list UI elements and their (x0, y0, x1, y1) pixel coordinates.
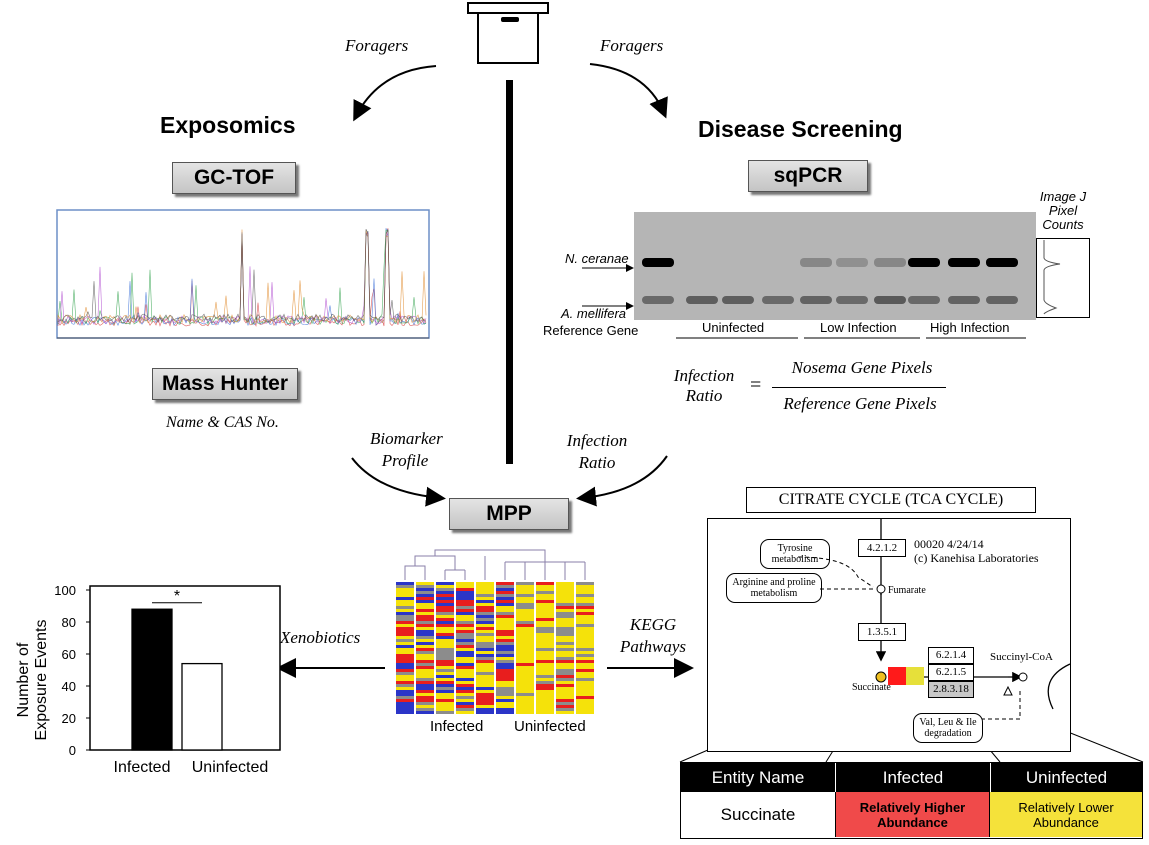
arrow-biomarker (351, 457, 446, 507)
formula-fraction-bar (772, 387, 946, 388)
central-divider (506, 80, 513, 464)
group-high-infection-label: High Infection (930, 320, 1010, 335)
y-tick-label: 60 (62, 647, 76, 662)
succinyl-coa-label: Succinyl-CoA (990, 651, 1053, 663)
a-mellifera-label: A. mellifera (561, 306, 627, 321)
cell-entity: Succinate (681, 792, 836, 837)
xenobiotics-label: Xenobiotics (280, 628, 361, 647)
foragers-left-label: Foragers (345, 36, 409, 55)
header-infected: Infected (836, 763, 991, 792)
mass-hunter-box: Mass Hunter (152, 368, 298, 400)
significance-marker: * (174, 588, 180, 605)
ec-28318-box: 2.8.3.18 (928, 681, 974, 698)
val-leu-ile-box: Val, Leu & Ile degradation (913, 713, 983, 743)
biomarker-line1: Biomarker (370, 429, 443, 448)
abundance-table-header: Entity Name Infected Uninfected (681, 763, 1142, 792)
group-low-infection-label: Low Infection (820, 320, 897, 335)
arginine-line1: Arginine and proline (732, 577, 816, 588)
formula-numerator: Nosema Gene Pixels (791, 358, 933, 377)
table-row: Succinate Relatively Higher Abundance Re… (681, 792, 1142, 837)
name-cas-label: Name & CAS No. (166, 414, 279, 431)
y-axis-label: Number ofExposure Events (15, 620, 50, 741)
infection-ratio-line2: Ratio (578, 453, 616, 472)
pixel-count-trace (1036, 238, 1090, 318)
x-tick-label: Infected (114, 759, 171, 776)
gel-image (634, 212, 1036, 320)
arginine-line2: metabolism (750, 588, 798, 599)
infection-ratio-label: Infection Ratio (560, 430, 634, 474)
n-ceranae-label: N. ceranae (565, 251, 629, 266)
ec-1351-box: 1.3.5.1 (858, 623, 906, 641)
gel-label-arrows (582, 264, 634, 310)
formula-lhs-line1: Infection (673, 366, 735, 385)
gctof-box: GC-TOF (172, 162, 296, 194)
abundance-table: Entity Name Infected Uninfected Succinat… (680, 762, 1143, 839)
tyrosine-line1: Tyrosine (777, 543, 813, 554)
tyrosine-metabolism-box: Tyrosine metabolism (760, 539, 830, 569)
arrow-infection-ratio (576, 455, 668, 507)
ec-6214-box: 6.2.1.4 (928, 647, 974, 664)
ec-4212-box: 4.2.1.2 (858, 539, 906, 557)
kegg-pathways-label: KEGG Pathways (612, 614, 694, 658)
group-uninfected-label: Uninfected (702, 320, 765, 335)
val-leu-line1: Val, Leu & Ile (919, 717, 977, 728)
y-tick-label: 40 (62, 679, 76, 694)
sqpcr-box: sqPCR (748, 160, 868, 192)
kegg-copyright: (c) Kanehisa Laboratories (914, 551, 1039, 565)
reference-gene-label: Reference Gene (543, 323, 639, 338)
exposomics-title: Exposomics (160, 112, 296, 138)
group-underlines (676, 337, 1026, 339)
beehive-box-icon (467, 2, 549, 64)
x-tick-label: Uninfected (192, 759, 269, 776)
bar-uninfected (181, 662, 223, 751)
fumarate-label: Fumarate (888, 585, 926, 596)
arrow-foragers-right (589, 63, 668, 119)
foragers-right-label: Foragers (600, 36, 664, 55)
mpp-box: MPP (449, 498, 569, 530)
kegg-map-id: 00020 4/24/14 (914, 537, 984, 551)
succinate-label: Succinate (852, 682, 891, 693)
header-uninfected: Uninfected (1025, 768, 1108, 787)
heatmap-infected-label: Infected (430, 718, 484, 735)
y-tick-label: 0 (69, 743, 76, 758)
formula-lhs: Infection Ratio (666, 366, 742, 406)
ec-6215-box: 6.2.1.5 (928, 664, 974, 681)
heatmap (396, 549, 594, 714)
formula-denominator: Reference Gene Pixels (783, 394, 937, 413)
chromatogram-plot (56, 209, 430, 339)
biomarker-line2: Profile (381, 451, 429, 470)
bar-infected (131, 608, 173, 751)
kegg-pathway-title: CITRATE CYCLE (TCA CYCLE) (746, 487, 1036, 513)
y-tick-label: 20 (62, 711, 76, 726)
arginine-proline-box: Arginine and proline metabolism (726, 573, 822, 603)
kegg-line1: KEGG (629, 615, 677, 634)
disease-screening-title: Disease Screening (698, 116, 903, 142)
y-tick-label: 80 (62, 615, 76, 630)
cell-infected: Relatively Higher Abundance (836, 792, 990, 837)
biomarker-profile-label: Biomarker Profile (370, 428, 443, 472)
arrow-foragers-left (353, 65, 437, 122)
formula-lhs-line2: Ratio (685, 386, 723, 405)
kegg-line2: Pathways (619, 637, 687, 656)
val-leu-line2: degradation (924, 728, 972, 739)
cell-uninfected: Relatively Lower Abundance (990, 792, 1142, 837)
header-entity-name: Entity Name (681, 763, 836, 792)
y-tick-label: 100 (54, 583, 76, 598)
formula-equals: = (750, 374, 762, 396)
imagej-label: Image J Pixel Counts (1039, 189, 1087, 232)
kegg-pathway-map: Tyrosine metabolism Arginine and proline… (707, 518, 1071, 752)
infection-ratio-line1: Infection (566, 431, 628, 450)
heatmap-uninfected-label: Uninfected (514, 718, 586, 735)
tyrosine-line2: metabolism (771, 554, 819, 565)
